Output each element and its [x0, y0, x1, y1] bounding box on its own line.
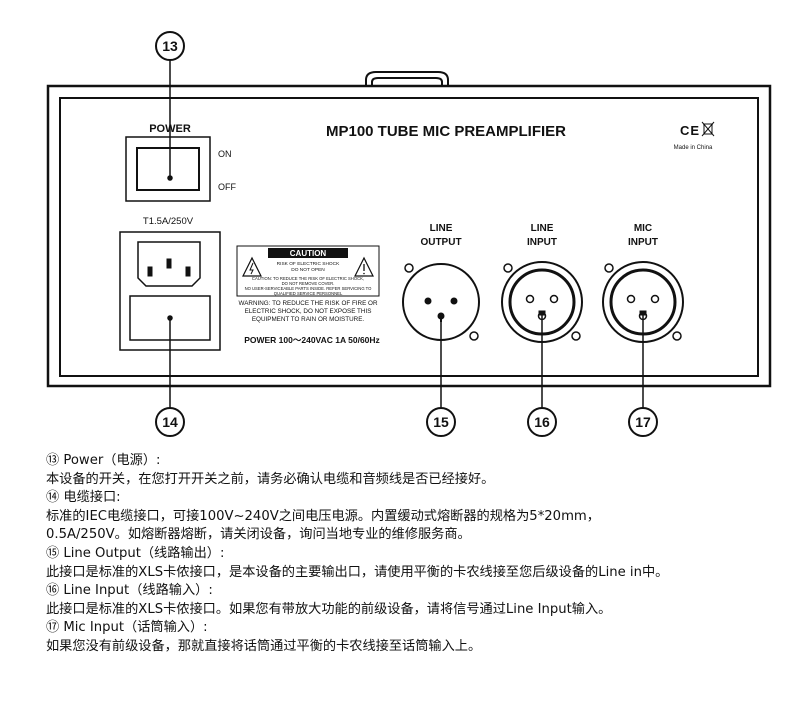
power-spec: POWER 100～240VAC 1A 50/60Hz [244, 335, 380, 345]
caution-line-4: DO NOT REMOVE COVER. [282, 281, 335, 286]
note-13-body: 本设备的开关，在您打开开关之前，请务必确认电缆和音频线是否已经接好。 [46, 471, 495, 487]
mic-input-label-1: MIC [634, 223, 652, 234]
made-in-label: Made in China [674, 145, 713, 151]
lightning-warning-icon [242, 256, 262, 277]
note-14-body-2: 0.5A/250V。如熔断器熔断，请关闭设备，询问当地专业的维修服务商。 [46, 527, 471, 543]
note-16-title: ⑯ Line Input（线路输入）: [46, 583, 213, 599]
note-15-title: ⑮ Line Output（线路输出）: [46, 545, 225, 561]
callout-16-number: 16 [534, 414, 550, 430]
caution-line-1: RISK OF ELECTRIC SHOCK [277, 261, 340, 267]
caution-title: CAUTION [290, 249, 327, 258]
line-input-label-1: LINE [531, 223, 554, 234]
warning-line-1: WARNING: TO REDUCE THE RISK OF FIRE OR [238, 300, 377, 307]
line-output-xlr-connector[interactable] [402, 263, 480, 341]
power-switch[interactable] [125, 136, 211, 202]
note-17-title: ⑰ Mic Input（话筒输入）: [46, 620, 208, 636]
exclamation-warning-icon [354, 256, 374, 277]
callout-13: 13 [155, 31, 185, 61]
caution-line-5: NO USER-SERVICEABLE PARTS INSIDE. REFER … [245, 286, 373, 291]
note-17-body: 如果您没有前级设备，那就直接将话筒通过平衡的卡农线接至话筒输入上。 [46, 638, 482, 654]
chassis [46, 84, 772, 388]
switch-off-label: OFF [218, 182, 236, 192]
callout-14: 14 [155, 407, 185, 437]
caution-line-2: DO NOT OPEN [291, 267, 325, 273]
mic-input-label-2: INPUT [628, 237, 658, 248]
line-input-label-2: INPUT [527, 237, 557, 248]
callout-15-number: 15 [433, 414, 449, 430]
callout-15: 15 [426, 407, 456, 437]
callout-leader-lines [167, 60, 644, 408]
caution-line-3: CAUTION: TO REDUCE THE RISK OF ELECTRIC … [252, 276, 364, 281]
caution-label: CAUTION RISK OF ELECTRIC SHOCK DO NOT OP… [236, 245, 380, 297]
note-13-title: ⑬ Power（电源）: [46, 453, 161, 468]
callout-16: 16 [527, 407, 557, 437]
ce-mark: CE [680, 123, 700, 138]
callout-17-number: 17 [635, 414, 651, 430]
note-16-body: 此接口是标准的XLS卡侬接口。如果您有带放大功能的前级设备，请将信号通过Line… [46, 601, 612, 617]
callout-14-number: 14 [162, 414, 178, 430]
description-notes: ⑬ Power（电源）: 本设备的开关，在您打开开关之前，请务必确认电缆和音频线… [46, 452, 776, 657]
line-output-label-1: LINE [430, 223, 453, 234]
ce-mark-label: CE [680, 123, 700, 138]
warning-line-3: EQUIPMENT TO RAIN OR MOISTURE. [252, 316, 365, 323]
fuse-rating: T1.5A/250V [143, 216, 194, 227]
note-14-body-1: 标准的IEC电缆接口，可接100V~240V之间电压电源。内置缓动式熔断器的规格… [46, 508, 600, 524]
line-output-label-2: OUTPUT [420, 237, 461, 248]
carry-handle [365, 71, 449, 86]
callout-17: 17 [628, 407, 658, 437]
note-15-body: 此接口是标准的XLS卡侬接口，是本设备的主要输出口，请使用平衡的卡农线接至您后级… [46, 564, 669, 580]
switch-on-label: ON [218, 149, 232, 159]
weee-bin-icon [701, 121, 715, 137]
panel-title: MP100 TUBE MIC PREAMPLIFIER [326, 123, 566, 140]
rear-panel-diagram: MP100 TUBE MIC PREAMPLIFIER CE Made in C… [46, 31, 772, 437]
callout-13-number: 13 [162, 38, 178, 54]
caution-line-6: QUALIFIED SERVICE PERSONNEL [274, 291, 343, 296]
note-14-title: ⑭ 电缆接口: [46, 490, 121, 506]
warning-line-2: ELECTRIC SHOCK, DO NOT EXPOSE THIS [245, 308, 372, 315]
